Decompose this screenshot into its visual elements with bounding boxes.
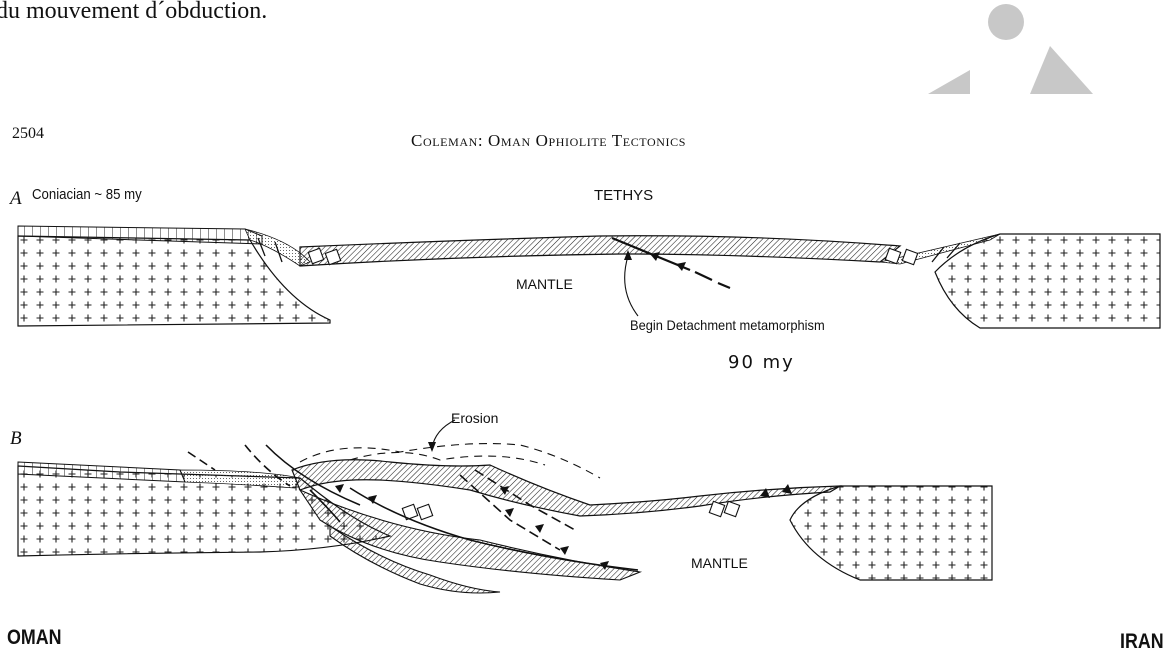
age-annotation: 90 my: [728, 352, 795, 373]
subducting-slab: [300, 490, 640, 580]
iran-continental-crust-b: [790, 486, 992, 580]
mantle-label-b: MANTLE: [691, 555, 748, 571]
iran-continental-crust: [935, 234, 1160, 328]
panel-a-label: A: [10, 188, 22, 210]
mantle-label-a: MANTLE: [516, 276, 573, 292]
panel-a-stage-label: Coniacian ~ 85 my: [32, 186, 142, 203]
detachment-annotation: Begin Detachment metamorphism: [630, 317, 825, 333]
detachment-pointer-arrow: [625, 256, 638, 316]
panel-a-section: [18, 226, 1160, 328]
panel-b-label: B: [10, 428, 22, 450]
tethys-label: TETHYS: [594, 187, 653, 204]
ophiolite-oceanic-crust-a: [300, 236, 900, 266]
oman-label: OMAN: [7, 626, 62, 650]
logo: [928, 4, 1093, 94]
ophiolite-nappe: [292, 460, 840, 516]
iran-label: IRAN: [1120, 630, 1164, 654]
erosion-label: Erosion: [451, 410, 498, 426]
panel-b-section: [18, 420, 992, 593]
